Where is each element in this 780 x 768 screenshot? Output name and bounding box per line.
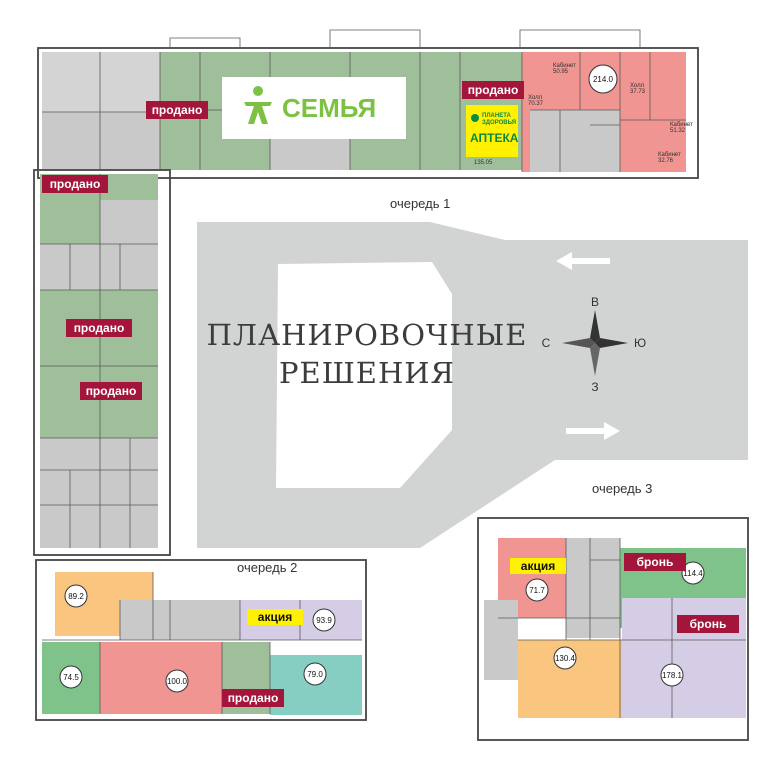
area-badges: 89.2 74.5 100.0 93.9 79.0 71.7 130.4 114… — [59, 561, 705, 693]
area-q3-b: 130.4 — [555, 654, 576, 663]
store-name: СЕМЬЯ — [282, 93, 376, 123]
arrow-left-icon — [556, 252, 610, 270]
queue2-label: очередь 2 — [237, 560, 297, 575]
sold-tag: продано — [228, 691, 279, 705]
area-q3-d: 178.1 — [662, 671, 683, 680]
sold-tag: продано — [152, 103, 203, 117]
sold-tag: продано — [86, 384, 137, 398]
compass-rose-icon: В З С Ю — [542, 295, 646, 394]
area-q3-c: 114.4 — [683, 569, 703, 578]
sold-tag: продано — [50, 177, 101, 191]
unit-q2-c[interactable] — [100, 642, 222, 714]
pharmacy-name: АПТЕКА — [470, 131, 519, 145]
office-area: 214.0 — [593, 75, 614, 84]
svg-text:Холл: Холл — [630, 83, 645, 89]
reserved-tag: бронь — [690, 617, 727, 631]
status-tags: продано продано продано продано продано … — [42, 81, 739, 707]
queue1-office-labels: 214.0 Кабинет 50.95 Холл 37.73 Холл 70.3… — [528, 63, 693, 164]
queue2-building — [35, 559, 367, 721]
compass-east: Ю — [634, 336, 646, 350]
svg-text:ПЛАНЕТА: ПЛАНЕТА — [482, 113, 511, 119]
area-q2-b: 74.5 — [63, 673, 79, 682]
promo-tag: акция — [521, 559, 555, 573]
promo-tag: акция — [258, 610, 292, 624]
svg-text:51.32: 51.32 — [670, 128, 686, 134]
left-wing-building — [33, 169, 171, 556]
arrow-right-icon — [566, 422, 620, 440]
compass-south: З — [591, 380, 598, 394]
semya-store-sign[interactable]: СЕМЬЯ — [222, 77, 406, 139]
title-line1: ПЛАНИРОВОЧНЫЕ — [207, 318, 528, 352]
person-logo-icon — [244, 86, 272, 124]
area-q3-a: 71.7 — [529, 586, 545, 595]
courtyard-road — [197, 222, 748, 548]
title-line2: РЕШЕНИЯ — [279, 356, 455, 390]
svg-text:50.95: 50.95 — [553, 69, 569, 75]
cross-icon — [471, 114, 479, 122]
queue1-building — [37, 29, 699, 179]
svg-text:Холл: Холл — [528, 95, 543, 101]
svg-text:32.76: 32.76 — [658, 158, 674, 164]
svg-text:Кабинет: Кабинет — [670, 122, 693, 128]
svg-text:37.73: 37.73 — [630, 89, 646, 95]
area-q2-c: 100.0 — [167, 677, 188, 686]
pharmacy-unit[interactable] — [466, 105, 518, 157]
queue1-label: очередь 1 — [390, 196, 450, 211]
area-q2-d: 93.9 — [316, 616, 332, 625]
svg-text:Кабинет: Кабинет — [553, 63, 576, 69]
compass-west: С — [542, 336, 551, 350]
area-q2-a: 89.2 — [68, 592, 84, 601]
pharmacy-sign: ПЛАНЕТА ЗДОРОВЬЯ АПТЕКА 135.05 — [470, 113, 519, 166]
svg-text:ЗДОРОВЬЯ: ЗДОРОВЬЯ — [482, 120, 516, 126]
area-q2-e: 79.0 — [307, 670, 323, 679]
svg-text:Кабинет: Кабинет — [658, 152, 681, 158]
reserved-tag: бронь — [637, 555, 674, 569]
queue3-label: очередь 3 — [592, 481, 652, 496]
svg-text:70.37: 70.37 — [528, 101, 544, 107]
sold-tag: продано — [468, 83, 519, 97]
pharmacy-area: 135.05 — [474, 160, 493, 166]
sold-tag: продано — [74, 321, 125, 335]
compass-north: В — [591, 295, 599, 309]
